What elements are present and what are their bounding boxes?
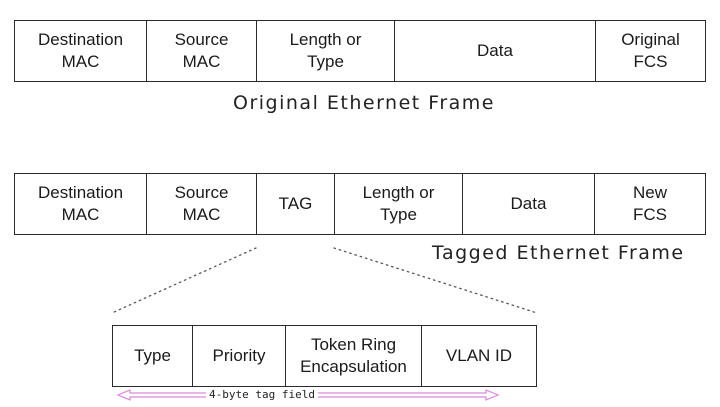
- field-source-mac: Source MAC: [147, 21, 257, 81]
- original-frame-caption: Original Ethernet Frame: [233, 92, 495, 114]
- expansion-line-right: [333, 247, 538, 314]
- tag-detail-fields: Type Priority Token Ring Encapsulation V…: [112, 325, 537, 387]
- original-ethernet-frame: Destination MAC Source MAC Length or Typ…: [14, 20, 706, 82]
- field-vlan-id: VLAN ID: [445, 346, 513, 365]
- field-original-fcs: Original FCS: [621, 30, 680, 71]
- field-source-mac: Source MAC: [147, 174, 257, 234]
- field-new-fcs: New FCS: [632, 183, 667, 224]
- tag-field-span-arrow: [116, 389, 500, 401]
- field-length-or-type: Length or Type: [335, 174, 463, 234]
- field-token-ring-encapsulation: Token Ring Encapsulation: [286, 326, 422, 386]
- field-priority: Priority: [193, 326, 286, 386]
- tagged-ethernet-frame: Destination MAC Source MAC TAG Length or…: [14, 173, 706, 235]
- field-data: Data: [463, 174, 595, 234]
- field-data: Data: [395, 21, 596, 81]
- field-type: Type: [113, 326, 193, 386]
- tagged-frame-caption: Tagged Ethernet Frame: [432, 242, 685, 264]
- field-destination-mac: Destination MAC: [15, 21, 147, 81]
- field-length-or-type: Length or Type: [257, 21, 395, 81]
- field-destination-mac: Destination MAC: [15, 174, 147, 234]
- expansion-line-left: [111, 247, 257, 314]
- field-tag: TAG: [257, 174, 335, 234]
- tag-field-span-label: 4-byte tag field: [206, 388, 318, 401]
